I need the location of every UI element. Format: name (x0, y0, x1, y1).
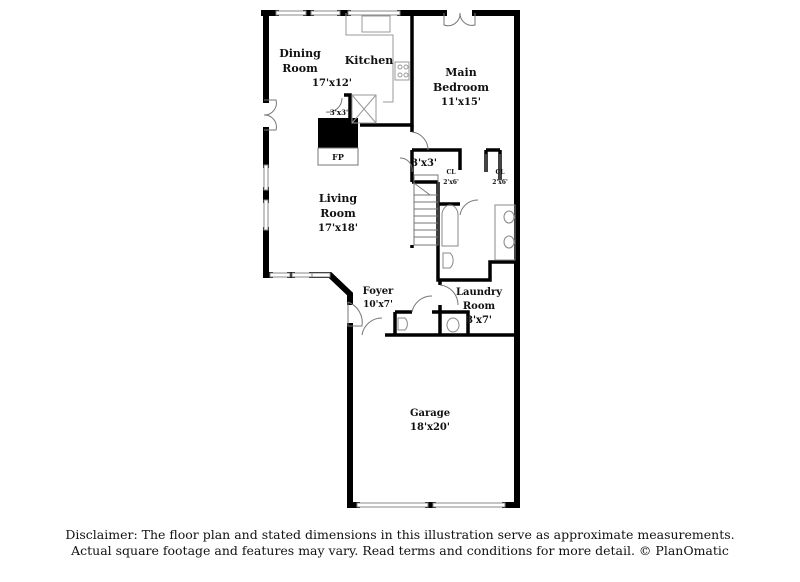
garage-size: 18'x20' (410, 422, 450, 433)
hall-closet-size: 3'x3' (411, 158, 437, 169)
dining-room-label-2: Room (282, 62, 318, 75)
dining-room-label: Dining (279, 47, 321, 60)
main-bedroom-label-2: Bedroom (433, 81, 489, 94)
laundry-room-label-2: Room (463, 301, 496, 312)
foyer-size: 10'x7' (363, 300, 393, 310)
fireplace-label: FP (332, 152, 344, 162)
staircase (413, 174, 439, 246)
closet-2-label: CL (496, 169, 506, 176)
kitchen-label: Kitchen (345, 54, 394, 67)
closet-1-label: CL (447, 169, 457, 176)
garage-label: Garage (410, 408, 450, 419)
kitchen-counters (345, 13, 410, 124)
door-swings (263, 12, 479, 336)
windows (263, 10, 506, 508)
pantry-size: 3'x3' (330, 108, 348, 117)
kitchen-size: 17'x12' (312, 78, 352, 89)
laundry-room-label: Laundry (456, 287, 503, 298)
room-labels: Dining Room Kitchen 17'x12' 3'x3' FP Mai… (279, 47, 508, 433)
walls (261, 10, 520, 508)
disclaimer-line-2: Actual square footage and features may v… (71, 543, 729, 558)
main-bedroom-label: Main (445, 66, 476, 79)
closet-2-size: 2'x6' (492, 179, 508, 186)
disclaimer-line-1: Disclaimer: The floor plan and stated di… (65, 527, 735, 542)
living-room-size: 17'x18' (318, 223, 358, 234)
living-room-label-2: Room (320, 207, 356, 220)
main-bedroom-size: 11'x15' (441, 97, 481, 108)
foyer-label: Foyer (363, 286, 394, 297)
closet-1-size: 2'x6' (443, 179, 459, 186)
laundry-room-size: 8'x7' (466, 315, 492, 326)
fireplace-hearth (317, 147, 359, 166)
bath-fixtures (397, 154, 516, 333)
living-room-label: Living (319, 192, 357, 205)
fireplace-block (318, 118, 358, 148)
